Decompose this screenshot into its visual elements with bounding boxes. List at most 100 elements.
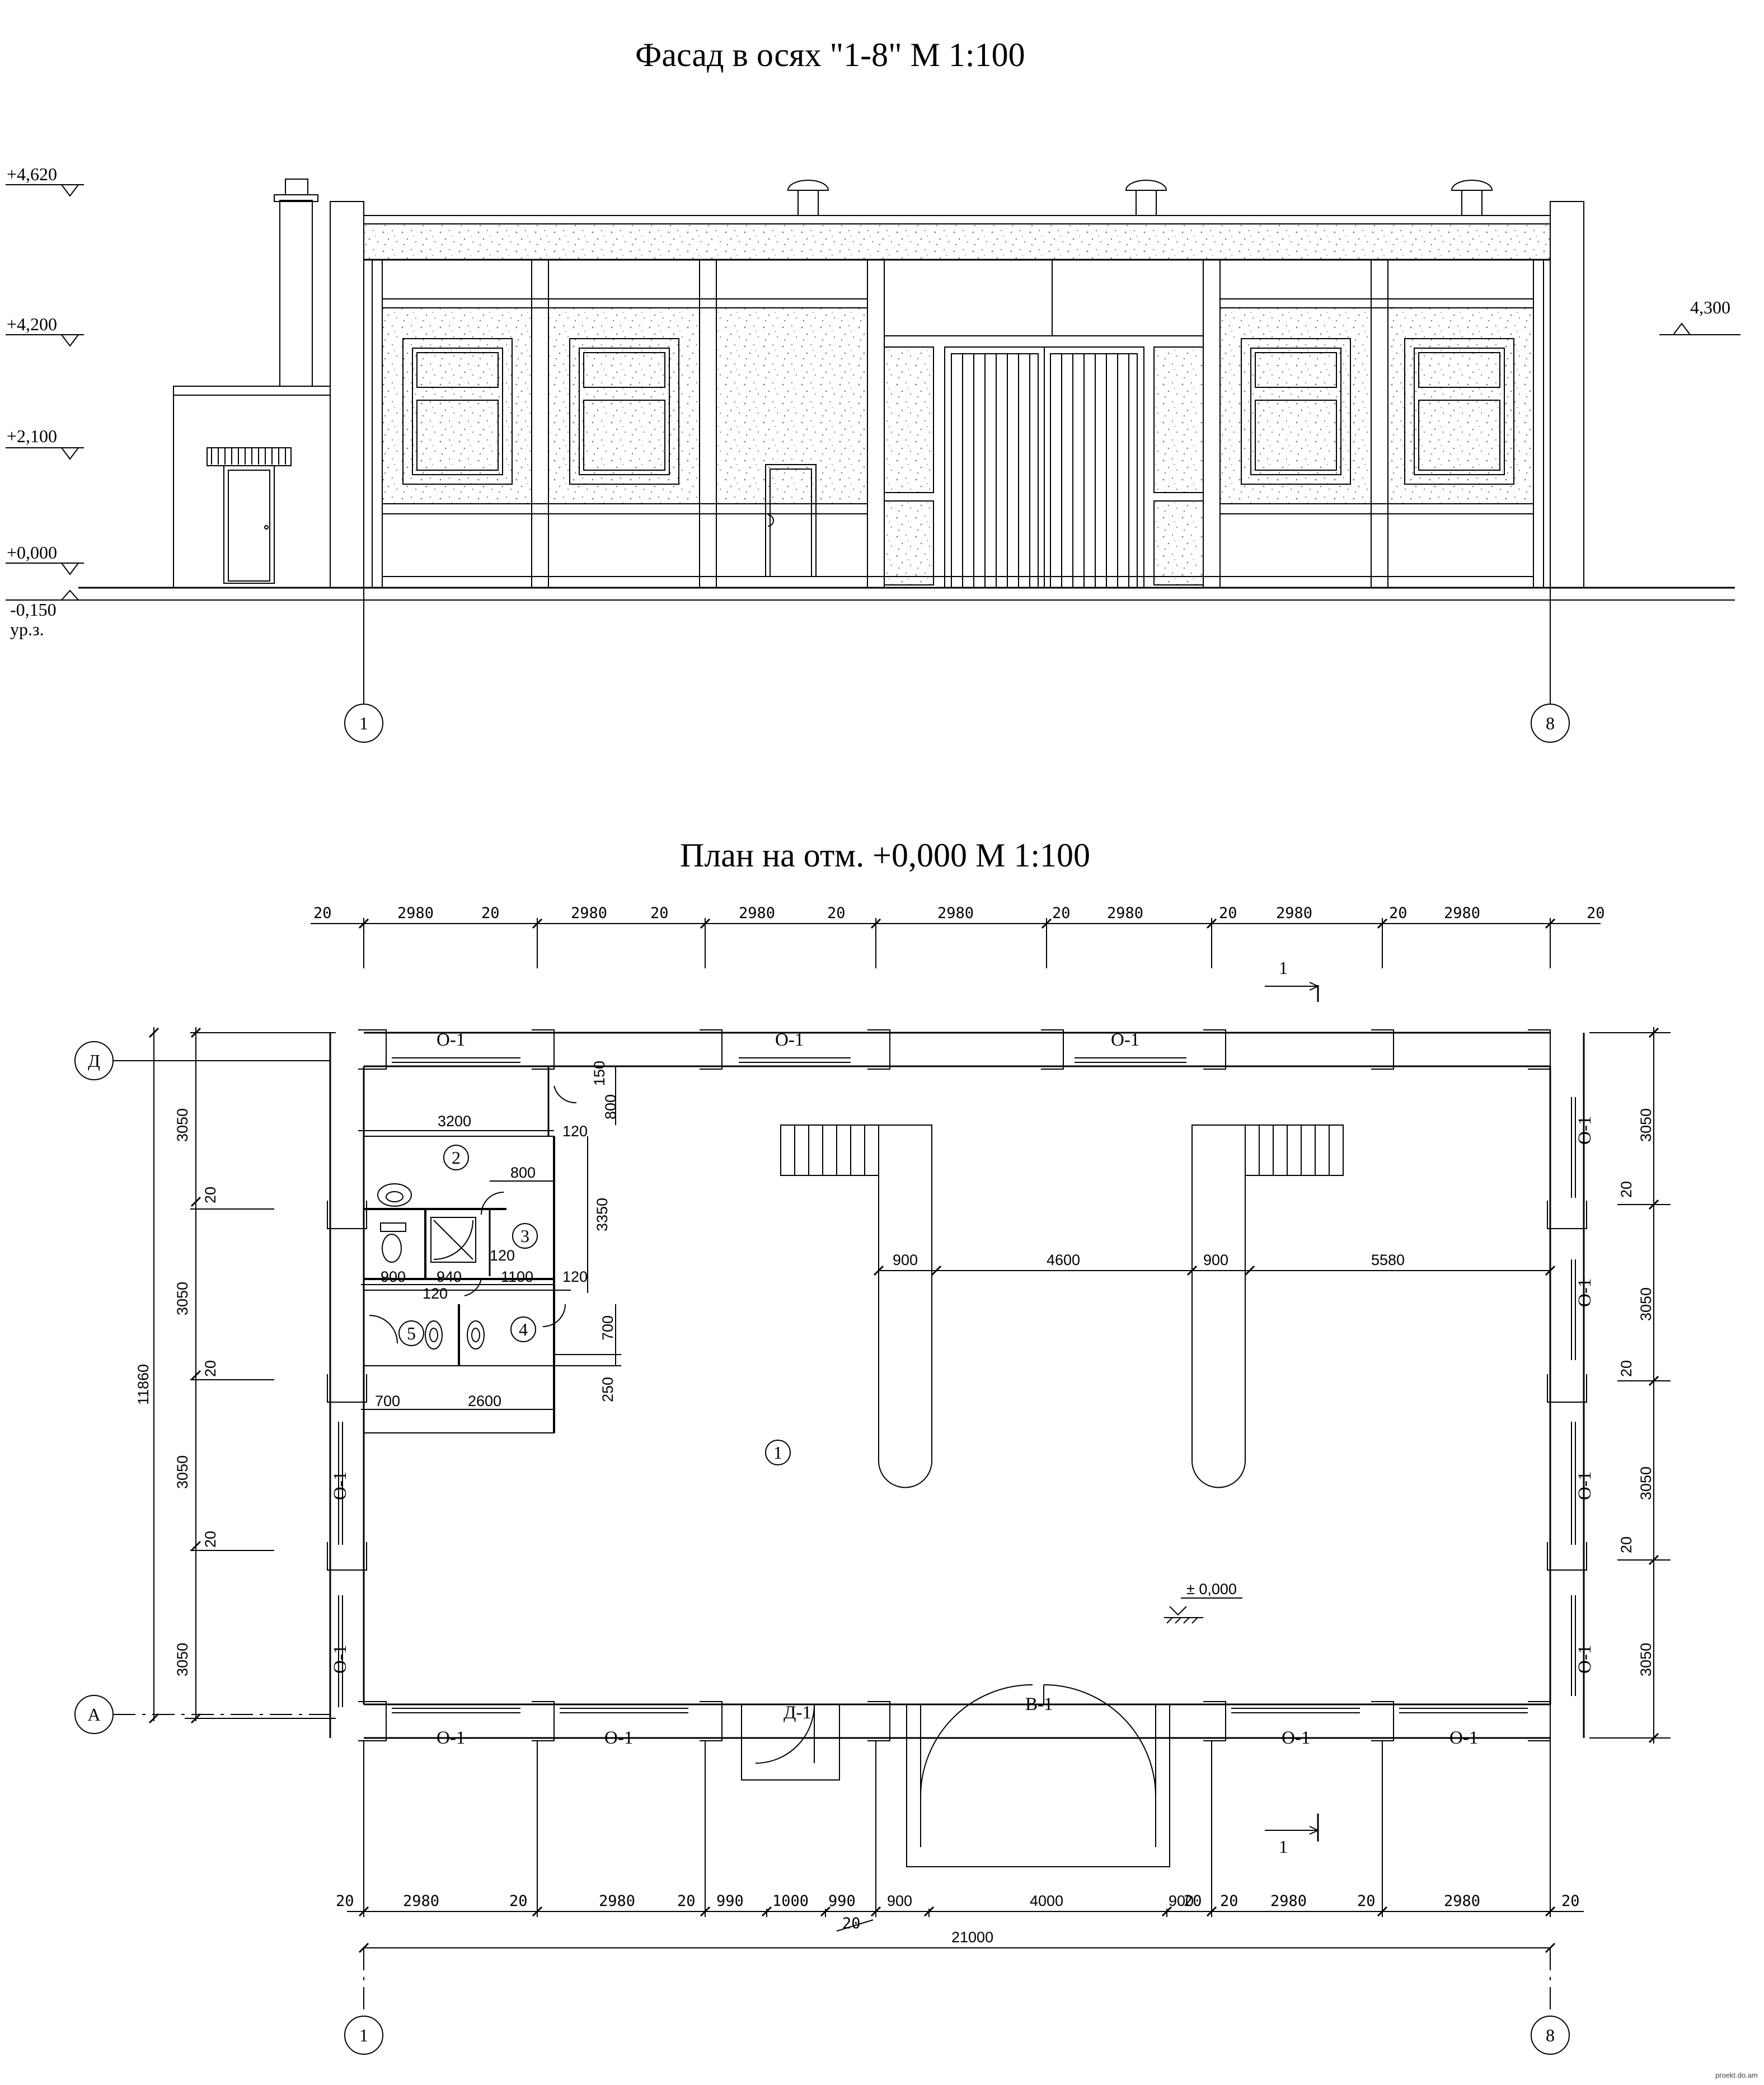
span-dim: 4600 [1047,1252,1080,1268]
top-dim-label: 2980 [739,905,775,922]
bottom-dim-label: 2980 [599,1892,635,1910]
bottom-dim-label: 2980 [1444,1892,1480,1910]
bottom-dim-label: 20 [336,1892,354,1910]
top-dim-label: 2980 [1276,905,1312,922]
room-number: 3 [520,1226,529,1246]
top-dim-label: 20 [1052,905,1071,922]
watermark: proekt.do.am [1715,2071,1758,2079]
window-label: О-1 [437,1728,465,1748]
inner-dim: 700 [375,1393,400,1409]
axis-letter-top: Д [88,1051,100,1071]
top-dim-label: 20 [1587,905,1605,922]
window-label: О-1 [1111,1030,1139,1050]
bottom-dim-label: 2980 [403,1892,439,1910]
bottom-dim-label: 20 [1561,1892,1580,1910]
bottom-dim-label: 20 [1220,1892,1238,1910]
top-dim-label: 20 [1219,905,1237,922]
inner-dim: 900 [381,1268,406,1285]
facade-level-marks: +4,620 +4,200 +2,100 +0,000 -0,150 ур.з.… [6,164,1740,639]
top-dim-label: 20 [481,905,500,922]
roof-vents [787,180,1493,216]
span-dim: 900 [1203,1252,1228,1268]
plan-title: План на отм. +0,000 М 1:100 [680,837,1090,874]
span-dim: 900 [893,1252,918,1268]
top-dim-label: 2980 [937,905,974,922]
left-total-dim: 11860 [135,1364,152,1405]
left-dim: 3050 [174,1108,191,1142]
window-label: О-1 [1575,1645,1595,1674]
bottom-dim-label: 990 [716,1892,744,1910]
section-label-top: 1 [1279,958,1288,978]
bottom-dim-label: 900 [1169,1892,1194,1909]
window-label: О-1 [604,1728,633,1748]
inner-dim: 120 [562,1123,588,1140]
right-dim: 20 [1618,1181,1635,1198]
gate-label: В-1 [1025,1694,1053,1714]
top-dimension-chain: 20 2980 20 2980 20 2980 20 2980 20 2980 … [311,905,1605,968]
floor-level-label: ± 0,000 [1186,1581,1237,1597]
annex [173,386,331,588]
inner-dim: 150 [591,1061,608,1086]
span-dim: 5580 [1371,1252,1405,1268]
facade-gate [944,346,1144,588]
top-dim-label: 2980 [1107,905,1143,922]
inspection-platforms [780,1125,1344,1488]
room-number: 5 [407,1323,416,1343]
exterior-walls [327,1029,1587,1741]
window-label: О-1 [1575,1278,1595,1307]
axis-number-8: 8 [1546,2025,1555,2045]
bottom-dim-label: 900 [887,1892,912,1909]
left-dim: 20 [202,1187,219,1203]
right-dim: 3050 [1638,1466,1654,1500]
window-label: О-1 [1449,1728,1478,1748]
bottom-dim-label: 2980 [1270,1892,1307,1910]
inner-dim: 940 [437,1268,462,1285]
room-number: 4 [519,1319,528,1339]
room-number-main: 1 [773,1442,782,1463]
right-dimension-chain: 3050 20 3050 20 3050 20 3050 [1589,1027,1671,1744]
floor-level-mark: ± 0,000 [1164,1581,1242,1624]
top-dim-label: 20 [1389,905,1408,922]
plan-axes: Д А 1 8 [74,1041,1570,2055]
bottom-sub-dim: 20 [842,1915,861,1932]
window-label: О-1 [1282,1728,1310,1748]
inner-dim: 2600 [468,1393,501,1409]
left-dim: 3050 [174,1282,191,1315]
bottom-dim-label: 1000 [772,1892,809,1910]
inner-dim: 120 [490,1247,515,1264]
window-label: О-1 [1575,1472,1595,1500]
bottom-dim-label: 20 [1357,1892,1376,1910]
facade-windows [402,338,1514,485]
bottom-dim-label: 20 [509,1892,528,1910]
facade-title: Фасад в осях "1-8" М 1:100 [635,36,1025,73]
plan-windows: О-1 О-1 О-1 О-1 О-1 О-1 О-1 О-1 О-1 О-1 … [330,1030,1595,1748]
facade-view: Фасад в осях "1-8" М 1:100 +4,620 +4,200… [6,36,1740,743]
inner-dim: 700 [599,1315,616,1341]
inner-dim: 3200 [438,1113,471,1130]
section-marks: 1 1 [1265,958,1320,1857]
left-dim: 3050 [174,1455,191,1489]
axis-letter-bottom: А [87,1704,100,1725]
plan-openings: Д-1 В-1 [741,1684,1170,1867]
floor-plan: План на отм. +0,000 М 1:100 20 2980 20 2… [74,837,1758,2079]
left-dim: 20 [202,1531,219,1548]
ground-level-label: ур.з. [10,619,44,639]
inner-dim: 120 [562,1268,588,1285]
room-number: 2 [452,1147,461,1168]
restroom-block: 2 3 4 5 3200 120 800 3350 900 940 1100 1… [358,1061,621,1433]
top-dim-label: 2980 [571,905,607,922]
level-4200: +4,200 [7,314,57,334]
bottom-dim-label: 20 [677,1892,696,1910]
window-label: О-1 [330,1645,350,1674]
right-dim: 20 [1618,1536,1635,1553]
window-label: О-1 [330,1472,350,1500]
top-dim-label: 2980 [397,905,434,922]
left-dim: 3050 [174,1643,191,1676]
top-dim-label: 20 [650,905,669,922]
level-minus-0150: -0,150 [10,599,57,620]
level-2100: +2,100 [7,426,57,446]
facade-axes: 1 8 [344,588,1570,743]
door-label: Д-1 [784,1703,811,1723]
window-label: О-1 [775,1030,804,1050]
